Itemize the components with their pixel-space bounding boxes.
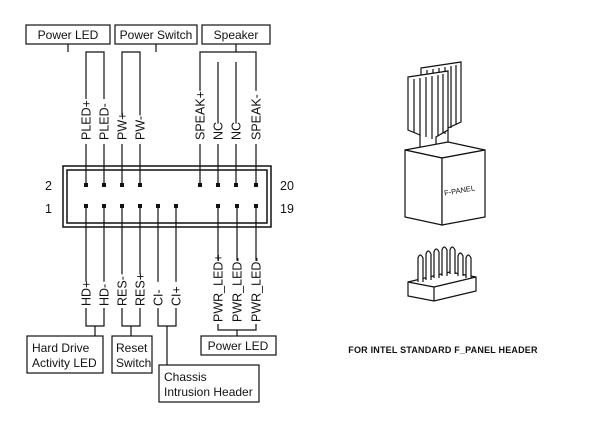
top-pin-8: SPEAK- (250, 62, 264, 187)
top-pin-label-speak: SPEAK- (250, 94, 264, 140)
top-brackets (67, 44, 257, 62)
bottom-row-pins: HD+ HD- RES- RES+ CI- CI+ PWR_LED+ PWR_LED- PWR_… (80, 204, 264, 324)
top-pin-7: NC (230, 62, 244, 187)
top-pin-label-nc: NC (230, 122, 244, 140)
bottom-pin-5: CI- (152, 204, 166, 316)
bottom-pin-6: CI+ (170, 204, 184, 316)
label-hdd-led-line2: Activity LED (32, 356, 97, 370)
label-box-power-led: Power LED (25, 24, 111, 45)
bottom-pin-1: HD+ (80, 204, 94, 316)
bottom-pin-4: RES+ (134, 204, 148, 316)
bottom-pin-2: HD- (98, 204, 112, 316)
bottom-pin-9: PWR_LED- (250, 204, 264, 324)
pin-number-bottom-left: 1 (45, 202, 52, 216)
top-pin-label-pw: PW+ (116, 113, 130, 140)
bottom-pin-7: PWR_LED+ (212, 204, 226, 324)
top-pin-4: PW- (134, 62, 148, 187)
bottom-pin-label-ci-5: CI- (152, 289, 166, 306)
top-pin-2: PLED- (98, 62, 112, 187)
label-power-led-bottom: Power LED (208, 339, 269, 353)
top-pin-label-nc: NC (212, 122, 226, 140)
bottom-pin-label-res-3: RES- (116, 276, 130, 306)
label-reset-line1: Reset (116, 341, 148, 355)
bottom-pin-label-ci-6: CI+ (170, 286, 184, 306)
label-box-chassis-intrusion: Chassis Intrusion Header (158, 364, 260, 403)
top-pin-label-pled: PLED- (98, 103, 112, 140)
label-reset-line2: Switch (116, 356, 151, 370)
header-connector (62, 165, 272, 228)
label-box-hdd-led: Hard Drive Activity LED (26, 335, 104, 374)
label-speaker: Speaker (214, 28, 259, 42)
top-pin-5: SPEAK+ (194, 62, 208, 187)
label-chassis-line2: Intrusion Header (164, 385, 253, 399)
top-pin-label-pw: PW- (134, 116, 148, 140)
label-box-reset-switch: Reset Switch (111, 335, 153, 374)
top-pin-3: PW+ (116, 62, 130, 187)
bottom-pin-label-hd-1: HD+ (80, 281, 94, 306)
label-hdd-led-line1: Hard Drive (32, 341, 90, 355)
bottom-pin-label-pwr-led-7: PWR_LED+ (212, 254, 226, 322)
label-box-power-led-bottom: Power LED (200, 335, 277, 356)
footer-caption: FOR INTEL STANDARD F_PANEL HEADER (348, 345, 538, 355)
bottom-pin-3: RES- (116, 204, 130, 316)
pin-number-top-left: 2 (45, 179, 52, 193)
pin-number-top-right: 20 (280, 179, 294, 193)
top-pin-6: NC (212, 62, 226, 187)
label-power-led: Power LED (38, 28, 99, 42)
pin-block (407, 246, 477, 302)
label-box-power-switch: Power Switch (114, 24, 198, 45)
bottom-pin-label-pwr-led-8: PWR_LED- (231, 257, 245, 322)
bottom-pin-8: PWR_LED- (231, 204, 245, 324)
top-pin-1: PLED+ (80, 62, 94, 187)
top-pin-label-pled: PLED+ (80, 100, 94, 140)
bottom-brackets (85, 316, 257, 365)
top-pin-label-speak: SPEAK+ (194, 91, 208, 140)
label-box-speaker: Speaker (201, 24, 271, 45)
bottom-pin-label-res-4: RES+ (134, 273, 148, 306)
pin-number-bottom-right: 19 (280, 202, 294, 216)
label-power-switch: Power Switch (120, 28, 193, 42)
bottom-pin-label-pwr-led-9: PWR_LED- (250, 257, 264, 322)
bottom-pin-label-hd-2: HD- (98, 284, 112, 306)
f-panel-connector-illustration: F-PANEL (404, 61, 486, 302)
label-chassis-line1: Chassis (164, 370, 207, 384)
